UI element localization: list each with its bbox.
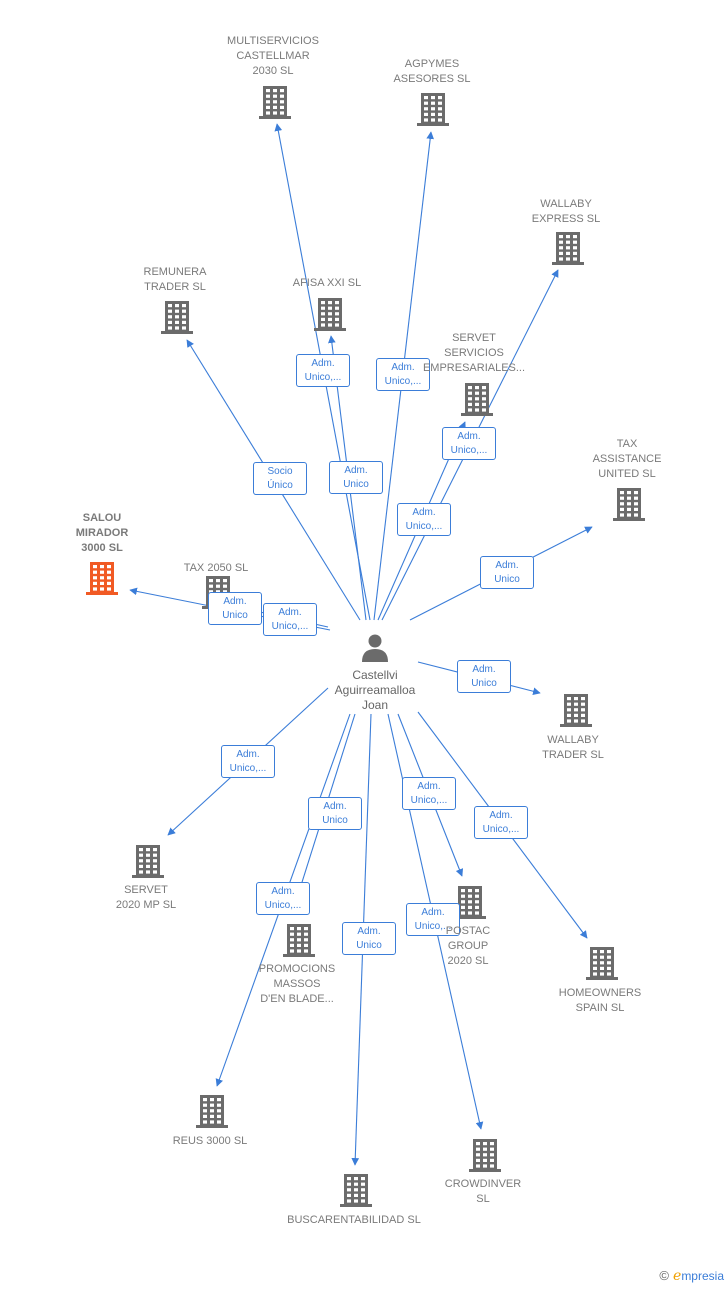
edge-label-afisa[interactable]: Adm. Unico,... — [296, 354, 350, 387]
company-label-agpymes[interactable]: AGPYMES ASESORES SL — [393, 58, 471, 85]
company-label-tax2050[interactable]: TAX 2050 SL — [183, 562, 249, 574]
edge-label-tax2050[interactable]: Adm. Unico,... — [263, 603, 317, 636]
edge-label-postac[interactable]: Adm. Unico,... — [402, 777, 456, 810]
company-label-servet2020[interactable]: SERVET 2020 MP SL — [115, 884, 177, 911]
company-label-wallaby-trader[interactable]: WALLABY TRADER SL — [542, 734, 604, 761]
building-icon-crowdinver[interactable] — [469, 1139, 501, 1172]
company-label-wallaby-express[interactable]: WALLABY EXPRESS SL — [531, 198, 601, 225]
edge-label-remunera[interactable]: Socio Único — [253, 462, 307, 495]
brand-logo: ©empresia — [659, 1268, 724, 1284]
building-icon-agpymes[interactable] — [417, 93, 449, 126]
company-label-reus[interactable]: REUS 3000 SL — [172, 1135, 248, 1147]
company-label-promocions[interactable]: PROMOCIONS MASSOS D'EN BLADE... — [258, 963, 336, 1005]
company-label-postac[interactable]: POSTAC GROUP 2020 SL — [445, 925, 491, 967]
company-label-crowdinver[interactable]: CROWDINVER SL — [444, 1178, 522, 1205]
company-label-multiservicios[interactable]: MULTISERVICIOS CASTELLMAR 2030 SL — [227, 35, 319, 77]
building-icon-buscarentabilidad[interactable] — [340, 1174, 372, 1207]
building-icon-afisa[interactable] — [314, 298, 346, 331]
edge-label-tax-assistance[interactable]: Adm. Unico — [480, 556, 534, 589]
edge-label-salou[interactable]: Adm. Unico — [208, 592, 262, 625]
company-label-remunera[interactable]: REMUNERA TRADER SL — [143, 266, 207, 293]
company-label-buscarentabilidad[interactable]: BUSCARENTABILIDAD SL — [287, 1214, 421, 1226]
building-icon-promocions[interactable] — [283, 924, 315, 957]
building-icon-postac[interactable] — [454, 886, 486, 919]
company-label-homeowners[interactable]: HOMEOWNERS SPAIN SL — [558, 987, 642, 1014]
building-icon-remunera[interactable] — [161, 301, 193, 334]
person-label[interactable]: Castellvi Aguirreamalloa Joan — [334, 668, 416, 712]
person-icon[interactable] — [362, 634, 388, 663]
building-icon-tax-assistance[interactable] — [613, 488, 645, 521]
edge-label-multiservicios[interactable]: Adm. Unico — [329, 461, 383, 494]
edge-label-wallaby-trader[interactable]: Adm. Unico — [457, 660, 511, 693]
building-icon-salou[interactable] — [86, 562, 118, 595]
edge-label-crowdinver[interactable]: Adm. Unico,... — [406, 903, 460, 936]
company-label-servet-servicios[interactable]: SERVET SERVICIOS EMPRESARIALES... — [422, 332, 526, 374]
company-label-afisa[interactable]: AFISA XXI SL — [292, 277, 362, 289]
edge-label-agpymes[interactable]: Adm. Unico,... — [376, 358, 430, 391]
building-icon-servet2020[interactable] — [132, 845, 164, 878]
edge-label-wallaby-express[interactable]: Adm. Unico,... — [397, 503, 451, 536]
building-icon-multiservicios[interactable] — [259, 86, 291, 119]
building-icon-homeowners[interactable] — [586, 947, 618, 980]
building-icon-wallaby-express[interactable] — [552, 232, 584, 265]
building-icon-servet-servicios[interactable] — [461, 383, 493, 416]
edge-label-reus[interactable]: Adm. Unico,... — [256, 882, 310, 915]
company-label-salou[interactable]: SALOU MIRADOR 3000 SL — [75, 512, 129, 554]
edge-label-servet-servicios[interactable]: Adm. Unico,... — [442, 427, 496, 460]
edge-label-homeowners[interactable]: Adm. Unico,... — [474, 806, 528, 839]
building-icon-reus[interactable] — [196, 1095, 228, 1128]
edge-label-buscarentabilidad[interactable]: Adm. Unico — [342, 922, 396, 955]
edge-label-servet2020[interactable]: Adm. Unico,... — [221, 745, 275, 778]
company-label-tax-assistance[interactable]: TAX ASSISTANCE UNITED SL — [592, 438, 662, 480]
edge-label-promocions[interactable]: Adm. Unico — [308, 797, 362, 830]
building-icon-wallaby-trader[interactable] — [560, 694, 592, 727]
